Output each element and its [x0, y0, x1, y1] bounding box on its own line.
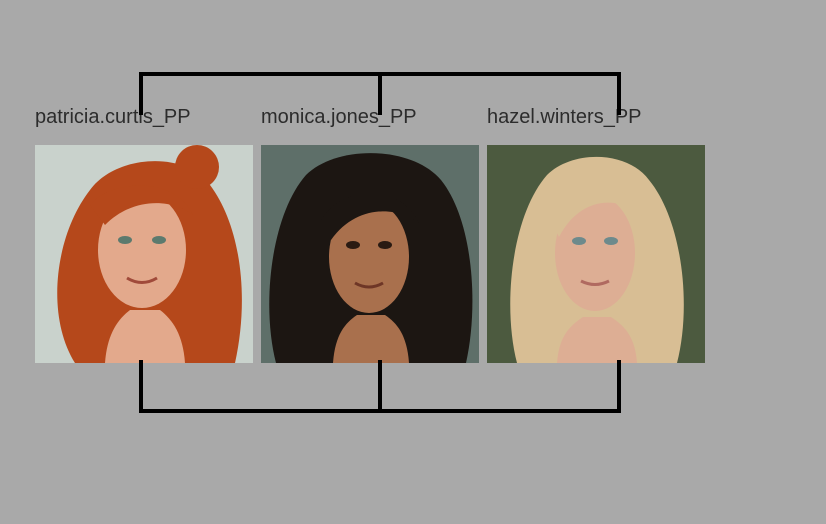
portrait-red-hair-image — [35, 145, 253, 363]
frame-label-monica: monica.jones_PP — [261, 106, 417, 128]
bottom-connector — [139, 360, 621, 413]
portrait-dark-curly-hair-image — [261, 145, 479, 363]
frame-label-patricia: patricia.curtis_PP — [35, 106, 191, 128]
photo-hazel[interactable] — [487, 145, 705, 363]
photo-patricia[interactable] — [35, 145, 253, 363]
photo-monica[interactable] — [261, 145, 479, 363]
portrait-blonde-hair-image — [487, 145, 705, 363]
frame-label-hazel: hazel.winters_PP — [487, 106, 642, 128]
